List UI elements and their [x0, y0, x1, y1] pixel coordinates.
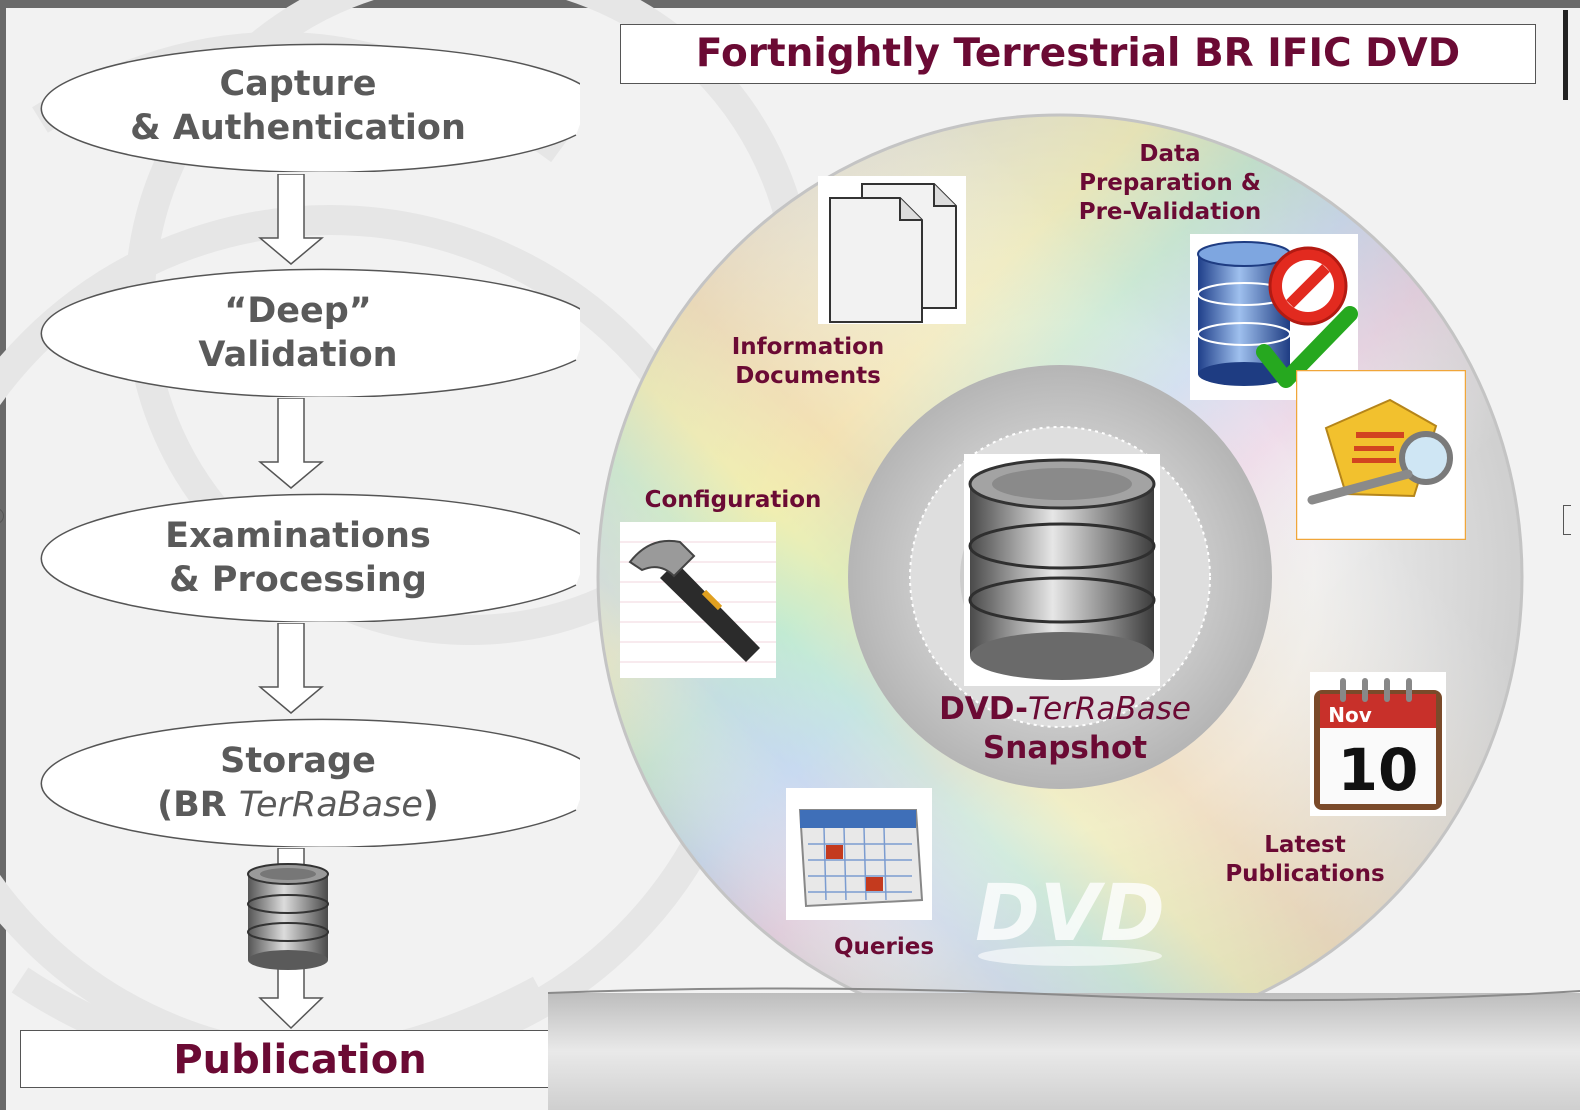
small-database-icon: [247, 863, 329, 970]
right-edge-bar: [1563, 10, 1568, 100]
database-validation-icon: [1190, 234, 1358, 400]
svg-text:10: 10: [1338, 736, 1419, 804]
right-edge-marker: [1563, 505, 1571, 535]
documents-icon: [818, 176, 966, 324]
label-data-preparation: Data Preparation & Pre-Validation: [1078, 141, 1262, 225]
flow-node-examinations: Examinations& Processing: [20, 490, 580, 622]
center-snapshot-label: DVD-TerRaBase Snapshot: [939, 691, 1191, 766]
flow-arrow-3: [258, 623, 324, 714]
examinations-label: Examinations& Processing: [165, 516, 431, 600]
hammer-icon: [620, 522, 776, 678]
label-latest-publications: Latest Publications: [1225, 832, 1385, 887]
flow-node-capture: Capture& Authentication: [20, 40, 580, 172]
search-document-icon: [1296, 370, 1466, 540]
deep-validation-label: “Deep”Validation: [198, 291, 398, 375]
slide-title: Fortnightly Terrestrial BR IFIC DVD: [620, 24, 1536, 84]
label-configuration: Configuration: [644, 487, 822, 513]
calendar-icon: Nov 10: [1310, 672, 1446, 816]
label-queries: Queries: [833, 934, 935, 960]
flow-node-storage: Storage (BR TerRaBase): [20, 715, 580, 847]
flow-arrow-2: [258, 398, 324, 489]
flow-arrow-1: [258, 174, 324, 265]
publication-label: Publication: [173, 1037, 427, 1083]
flow-node-deep-validation: “Deep”Validation: [20, 265, 580, 397]
svg-text:Nov: Nov: [1328, 703, 1372, 727]
svg-text:DVD: DVD: [975, 870, 1165, 959]
database-icon: [964, 454, 1160, 686]
dvd-logo: DVD: [975, 870, 1165, 966]
label-information-documents: Information Documents: [731, 334, 885, 389]
storage-label: Storage (BR TerRaBase): [157, 741, 439, 825]
date-table-icon: [786, 788, 932, 920]
publication-box: Publication: [20, 1030, 580, 1088]
capture-label: Capture& Authentication: [130, 64, 466, 148]
